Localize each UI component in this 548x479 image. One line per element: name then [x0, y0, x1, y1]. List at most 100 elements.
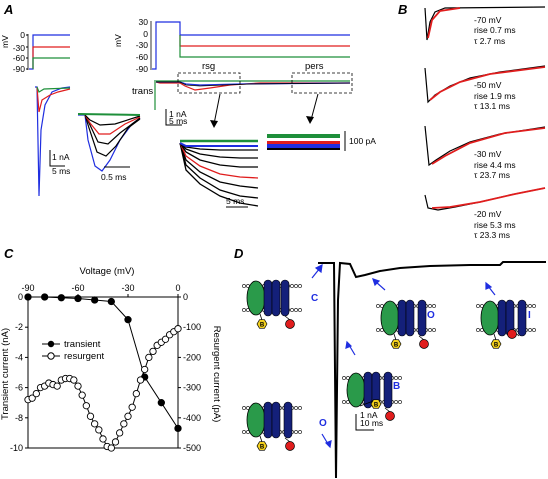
- channel-open-2: B: [242, 401, 302, 451]
- blocker-label: B: [260, 323, 265, 329]
- fit-3-v: -30 mV: [474, 149, 502, 159]
- protocol-left-tick-2: -60: [13, 53, 26, 63]
- y-right-tick-label: -100: [183, 322, 201, 332]
- scalebar-main: 1 nA 5 ms: [165, 109, 187, 126]
- state-label-c: C: [311, 293, 318, 304]
- scalebar-main-y: 1 nA: [169, 109, 187, 119]
- point-transient: [107, 297, 115, 306]
- blocker-label: B: [494, 343, 499, 349]
- chart-frame: [27, 296, 179, 449]
- x-tick-label: -60: [71, 283, 84, 293]
- pore-subunit: [517, 299, 527, 337]
- resurgent-zoom-traces: [179, 139, 259, 207]
- y-right-tick-label: -500: [183, 443, 201, 453]
- point-resurgent: [128, 403, 136, 411]
- state-label-o2: O: [319, 418, 327, 429]
- inactivation-particle: [507, 329, 517, 339]
- pore-subunit: [497, 299, 507, 337]
- protocol-left-tick-3: -90: [13, 64, 26, 74]
- x-tick-label: 0: [175, 283, 180, 293]
- protocol-left: mV 0 -30 -60 -90: [0, 30, 70, 74]
- point-resurgent: [161, 335, 170, 343]
- pore-subunit: [383, 371, 393, 409]
- blocker-particle: [390, 339, 402, 349]
- scalebar-d: 1 nA 10 ms: [355, 410, 383, 431]
- chart-y-right-label: Resurgent current (pA): [211, 326, 222, 423]
- blocker-particle: [256, 319, 268, 329]
- y-right-tick-label: -300: [183, 383, 201, 393]
- blocker-label: B: [260, 445, 265, 451]
- pore-subunit: [263, 401, 273, 439]
- scalebar-d-y: 1 nA: [360, 410, 378, 420]
- y-left-tick-label: -10: [10, 443, 23, 453]
- vsd-subunit: [246, 280, 266, 316]
- point-resurgent: [149, 347, 157, 356]
- point-transient: [74, 294, 82, 303]
- channel-closed: B: [242, 279, 302, 329]
- fit-4-rise: rise 5.3 ms: [474, 220, 516, 230]
- chart-y-left-label: Transient current (nA): [0, 328, 11, 420]
- trans-traces: trans: [132, 80, 351, 110]
- point-resurgent: [78, 391, 86, 399]
- state-labels: C O I B O: [311, 293, 531, 429]
- pore-subunit: [263, 279, 273, 317]
- protocol-right-tick-2: -30: [136, 40, 149, 50]
- point-transient: [124, 315, 132, 324]
- chart-xlabel: Voltage (mV): [80, 266, 135, 277]
- point-transient: [174, 424, 182, 433]
- blocker-particle: [370, 399, 382, 409]
- point-resurgent: [111, 438, 120, 446]
- panel-c-letter: C: [4, 246, 14, 261]
- current-trace-d: [318, 261, 546, 479]
- y-right-tick-label: 0: [183, 292, 188, 302]
- point-transient: [157, 399, 165, 407]
- vsd-subunit: [346, 372, 366, 408]
- point-resurgent: [120, 420, 128, 428]
- point-transient: [41, 293, 49, 301]
- point-transient: [91, 296, 99, 304]
- scalebar-left: 1 nA 5 ms: [49, 150, 70, 176]
- scalebar-main-x: 5 ms: [169, 116, 187, 126]
- fit-1-rise: rise 0.7 ms: [474, 25, 516, 35]
- fit-2-v: -50 mV: [474, 80, 502, 90]
- panel-b-letter: B: [398, 2, 407, 17]
- point-resurgent: [86, 412, 95, 420]
- legend-marker-transient: [47, 340, 55, 348]
- y-left-tick-label: -8: [15, 413, 23, 423]
- persistent-zoom-traces: [267, 134, 340, 150]
- protocol-right-tick-3: -60: [136, 52, 149, 62]
- transient-traces-left: [35, 86, 71, 197]
- state-label-b: B: [393, 381, 400, 392]
- y-left-tick-label: -6: [15, 383, 23, 393]
- pore-subunit: [405, 299, 415, 337]
- fit-2-rise: rise 1.9 ms: [474, 91, 516, 101]
- point-resurgent: [70, 376, 78, 384]
- legend-label-transient: transient: [64, 339, 101, 350]
- legend-marker-resurgent: [47, 352, 55, 360]
- point-resurgent: [107, 444, 115, 452]
- channel-blocked: B: [342, 371, 402, 421]
- transient-zoom-traces: [77, 113, 141, 172]
- scalebar-rsg-x: 5 ms: [226, 196, 244, 206]
- scalebar-d-x: 10 ms: [360, 418, 383, 428]
- y-right-tick-label: -200: [183, 352, 201, 362]
- scalebar-zoom-x: 0.5 ms: [101, 172, 127, 182]
- iv-chart: Voltage (mV) Transient current (nA) Resu…: [0, 266, 222, 453]
- box-label-rsg: rsg: [202, 61, 215, 72]
- pore-subunit: [271, 401, 281, 439]
- point-resurgent: [141, 365, 149, 374]
- y-left-tick-label: -4: [15, 352, 23, 362]
- y-left-tick-label: -2: [15, 322, 23, 332]
- inactivation-particle: [285, 319, 295, 329]
- fit-1-v: -70 mV: [474, 15, 502, 25]
- point-resurgent: [99, 435, 107, 443]
- fit-labels: -70 mV rise 0.7 ms τ 2.7 ms -50 mV rise …: [474, 15, 516, 240]
- inactivation-particle: [385, 411, 395, 421]
- x-tick-label: -30: [121, 283, 134, 293]
- point-resurgent: [53, 382, 61, 390]
- pore-subunit: [271, 279, 281, 317]
- zoom-boxes: rsg pers: [177, 61, 353, 128]
- panel-a-letter: A: [3, 2, 13, 17]
